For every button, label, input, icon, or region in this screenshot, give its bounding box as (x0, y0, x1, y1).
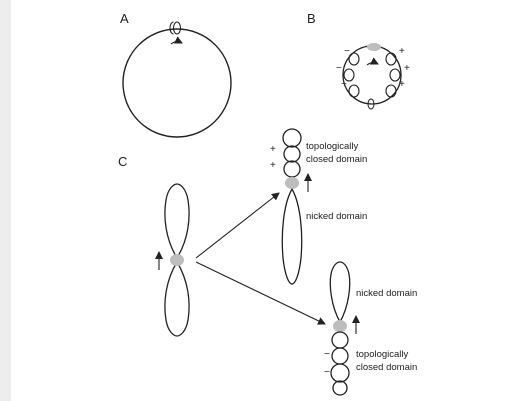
arrow-to-bottom-product (196, 262, 325, 324)
panel-a-rotation-icon (170, 22, 181, 34)
panel-a-circle-dna (123, 22, 231, 137)
bottom-nicked-domain-label: nicked domain (356, 288, 417, 300)
panel-b-curved-arrow (367, 63, 378, 65)
panel-b-supercoiled-dna (343, 43, 401, 109)
panel-b-sign: − (336, 64, 342, 74)
top-nicked-domain-label: nicked domain (306, 211, 367, 223)
panel-b-protein (367, 43, 381, 51)
panel-c-parent-dna (159, 184, 189, 336)
top-product-sign: + (270, 145, 276, 155)
panel-label-a: A (120, 12, 129, 25)
panel-b-sign: + (399, 80, 405, 90)
panel-label-b: B (307, 12, 316, 25)
panel-b-loop (386, 53, 396, 65)
panel-c-bottom-product (330, 262, 356, 395)
panel-label-c: C (118, 155, 127, 168)
bottom-product-sign: − (324, 350, 330, 360)
bottom-closed-domain-label-line1: topologically (356, 349, 408, 361)
top-product-sign: + (270, 161, 276, 171)
bottom-closed-domain-label-line2: closed domain (356, 362, 417, 374)
panel-c-top-product (282, 129, 308, 284)
panel-b-sign: − (341, 80, 347, 90)
top-closed-domain-label-line1: topologically (306, 141, 358, 153)
panel-b-loop (386, 85, 396, 97)
top-closed-domain-label-line2: closed domain (306, 154, 367, 166)
panel-b-loop (349, 85, 359, 97)
arrow-to-top-product (196, 193, 279, 258)
panel-b-sign: − (344, 47, 350, 57)
panel-b-sign: + (399, 47, 405, 57)
panel-c-parent-protein (170, 254, 184, 266)
panel-c-bottom-protein (333, 320, 347, 332)
panel-a-curved-arrow (171, 42, 182, 44)
panel-b-loop (349, 53, 359, 65)
panel-c-top-protein (285, 177, 299, 189)
panel-b-sign: + (404, 64, 410, 74)
bottom-product-sign: − (324, 368, 330, 378)
